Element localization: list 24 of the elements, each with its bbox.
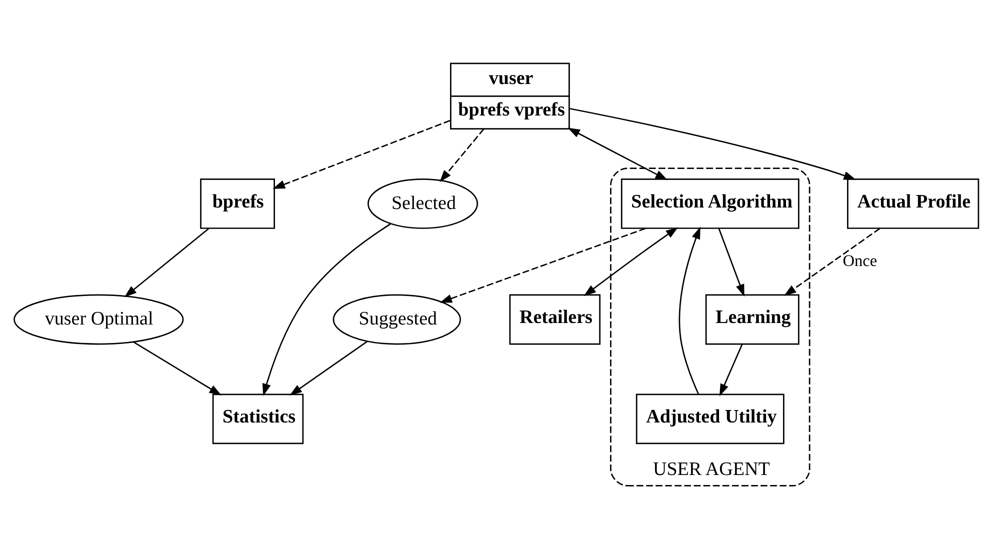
arrow [570,108,856,180]
edge-label: Once [842,250,878,270]
node-box: Learning [705,294,800,345]
arrow [568,128,668,180]
node-ellipse: Selected [368,178,478,229]
arrow [440,128,484,182]
arrow [718,228,744,297]
arrow [133,342,222,396]
node-box: Actual Profile [847,178,980,229]
node-box: Retailers [509,294,600,345]
arrow [678,226,700,395]
arrow [290,340,368,396]
node-box: bprefs [200,178,275,229]
node-box: Selection Algorithm [620,178,800,229]
arrow [784,228,880,296]
arrow [719,344,743,396]
node-box: Statistics [212,394,304,444]
arrow [262,223,391,396]
arrow [440,228,646,303]
node-box: Adjusted Utiltiy [636,394,784,444]
arrow [124,228,210,298]
arrow [584,227,678,296]
arrow [272,120,450,189]
node-ellipse: vuser Optimal [14,294,184,345]
